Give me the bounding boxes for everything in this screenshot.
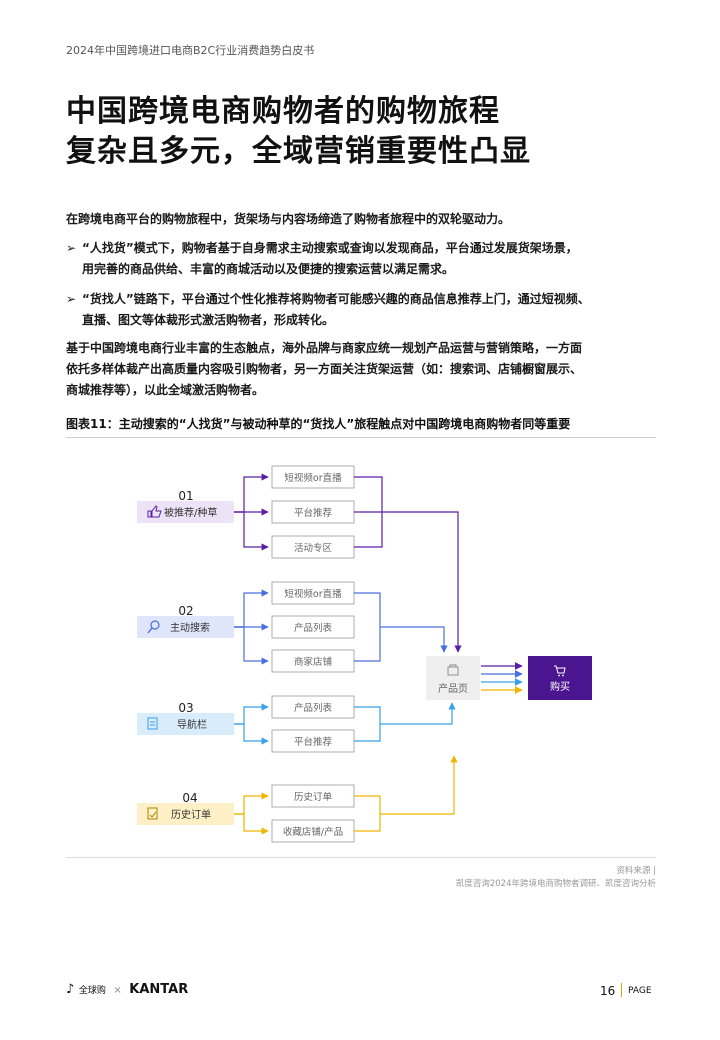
touchpoint-label: 短视频or直播	[284, 472, 342, 484]
page-title: 中国跨境电商购物者的购物旅程 复杂且多元，全域营销重要性凸显	[66, 92, 531, 172]
group-number: 02	[178, 604, 193, 618]
group-number: 04	[182, 791, 197, 805]
touchpoint-label: 商家店铺	[294, 656, 332, 668]
touchpoint-label: 平台推荐	[294, 507, 333, 519]
source-text: 凯度咨询2024年跨境电商购物者调研、凯度咨询分析	[455, 879, 656, 889]
product-page-node: 产品页	[426, 656, 480, 700]
touchpoint-label: 产品列表	[294, 702, 333, 714]
tiktok-logo-icon: ♪	[66, 982, 75, 997]
page-divider	[621, 983, 622, 997]
group-label-box	[137, 713, 234, 735]
intro-paragraph: 在跨境电商平台的购物旅程中，货架场与内容场缔造了购物者旅程中的双轮驱动力。	[66, 212, 511, 226]
bullet-text-line: “货找人”链路下，平台通过个性化推荐将购物者可能感兴趣的商品信息推荐上门，通过短…	[82, 292, 590, 306]
thumbs-up-icon	[147, 505, 162, 518]
touchpoint-label: 短视频or直播	[284, 588, 342, 600]
navbar-icon	[147, 717, 158, 730]
purchase-node: 购买	[528, 656, 592, 700]
group-label: 被推荐/种草	[164, 506, 217, 519]
page-label: PAGE	[628, 986, 652, 996]
bullet-item: ➢ “货找人”链路下，平台通过个性化推荐将购物者可能感兴趣的商品信息推荐上门，通…	[66, 289, 646, 333]
product-page-box	[426, 656, 480, 700]
footer-brand-logos: ♪ 全球购 × KANTAR	[66, 982, 188, 997]
group-label: 历史订单	[171, 809, 211, 821]
product-page-icon	[447, 664, 459, 676]
group-number: 03	[178, 701, 193, 715]
touchpoint-label: 活动专区	[294, 542, 333, 554]
touchpoint-label: 平台推荐	[294, 736, 333, 748]
bullet-text-line: 用完善的商品供给、丰富的商城活动以及便捷的搜索运营以满足需求。	[82, 262, 455, 276]
closing-line: 基于中国跨境电商行业丰富的生态触点，海外品牌与商家应统一规划产品运营与营销策略，…	[66, 341, 583, 355]
bullet-text-line: “人找货”模式下，购物者基于自身需求主动搜索或查询以发现商品，平台通过发展货架场…	[82, 241, 578, 255]
purchase-box	[528, 656, 592, 700]
journey-group-04: 04 历史订单 历史订单 收藏店铺/产品	[137, 755, 458, 843]
page-number: 16	[600, 984, 616, 998]
journey-group-02: 02 主动搜索 短视频or直播 产品列表 商家店铺	[137, 581, 448, 673]
bullet-arrow-icon: ➢	[66, 241, 77, 255]
touchpoint-box	[271, 615, 355, 639]
touchpoint-label: 产品列表	[294, 622, 333, 634]
closing-paragraph: 基于中国跨境电商行业丰富的生态触点，海外品牌与商家应统一规划产品运营与营销策略，…	[66, 338, 582, 401]
search-icon	[147, 620, 160, 634]
figure-title: 图表11：主动搜索的“人找货”与被动种草的“货找人”旅程触点对中国跨境电商购物者…	[66, 417, 571, 431]
page-title-line-2: 复杂且多元，全域营销重要性凸显	[66, 134, 531, 169]
page-title-line-1: 中国跨境电商购物者的购物旅程	[66, 94, 500, 129]
group-label: 主动搜索	[170, 621, 210, 634]
bullet-item: ➢ “人找货”模式下，购物者基于自身需求主动搜索或查询以发现商品，平台通过发展货…	[66, 238, 646, 282]
journey-diagram: 01 被推荐/种草 短视频or直播 平台推荐 活动专区 02 主动搜索 短视频o…	[137, 465, 592, 843]
kantar-logo: KANTAR	[129, 982, 189, 997]
touchpoint-label: 历史订单	[294, 791, 333, 803]
group-number: 01	[178, 489, 193, 503]
journey-group-03: 03 导航栏 产品列表 平台推荐	[137, 695, 456, 753]
document-header: 2024年中国跨境进口电商B2C行业消费趋势白皮书	[66, 44, 315, 57]
group-label-box	[137, 803, 234, 825]
product-page-label: 产品页	[438, 682, 468, 695]
brand-small-label: 全球购	[78, 986, 106, 996]
bullet-text-line: 直播、图文等体裁形式激活购物者，形成转化。	[82, 313, 335, 327]
figure-divider	[66, 437, 656, 438]
closing-line: 商城推荐等），以此全域激活购物者。	[66, 383, 265, 397]
touchpoint-label: 收藏店铺/产品	[283, 826, 343, 838]
journey-group-01: 01 被推荐/种草 短视频or直播 平台推荐 活动专区	[137, 465, 462, 653]
group-label-box	[137, 616, 234, 638]
closing-line: 依托多样体裁产出高质量内容吸引购物者，另一方面关注货架运营（如：搜索词、店铺橱窗…	[66, 362, 583, 376]
bullet-arrow-icon: ➢	[66, 292, 77, 306]
brand-separator: ×	[113, 985, 122, 996]
group-label: 导航栏	[177, 718, 207, 731]
cart-icon	[554, 665, 566, 677]
source-divider	[66, 857, 656, 858]
group-label-box	[137, 501, 234, 523]
order-icon	[147, 807, 158, 820]
purchase-label: 购买	[550, 680, 570, 693]
source-label: 资料来源 |	[616, 866, 656, 876]
